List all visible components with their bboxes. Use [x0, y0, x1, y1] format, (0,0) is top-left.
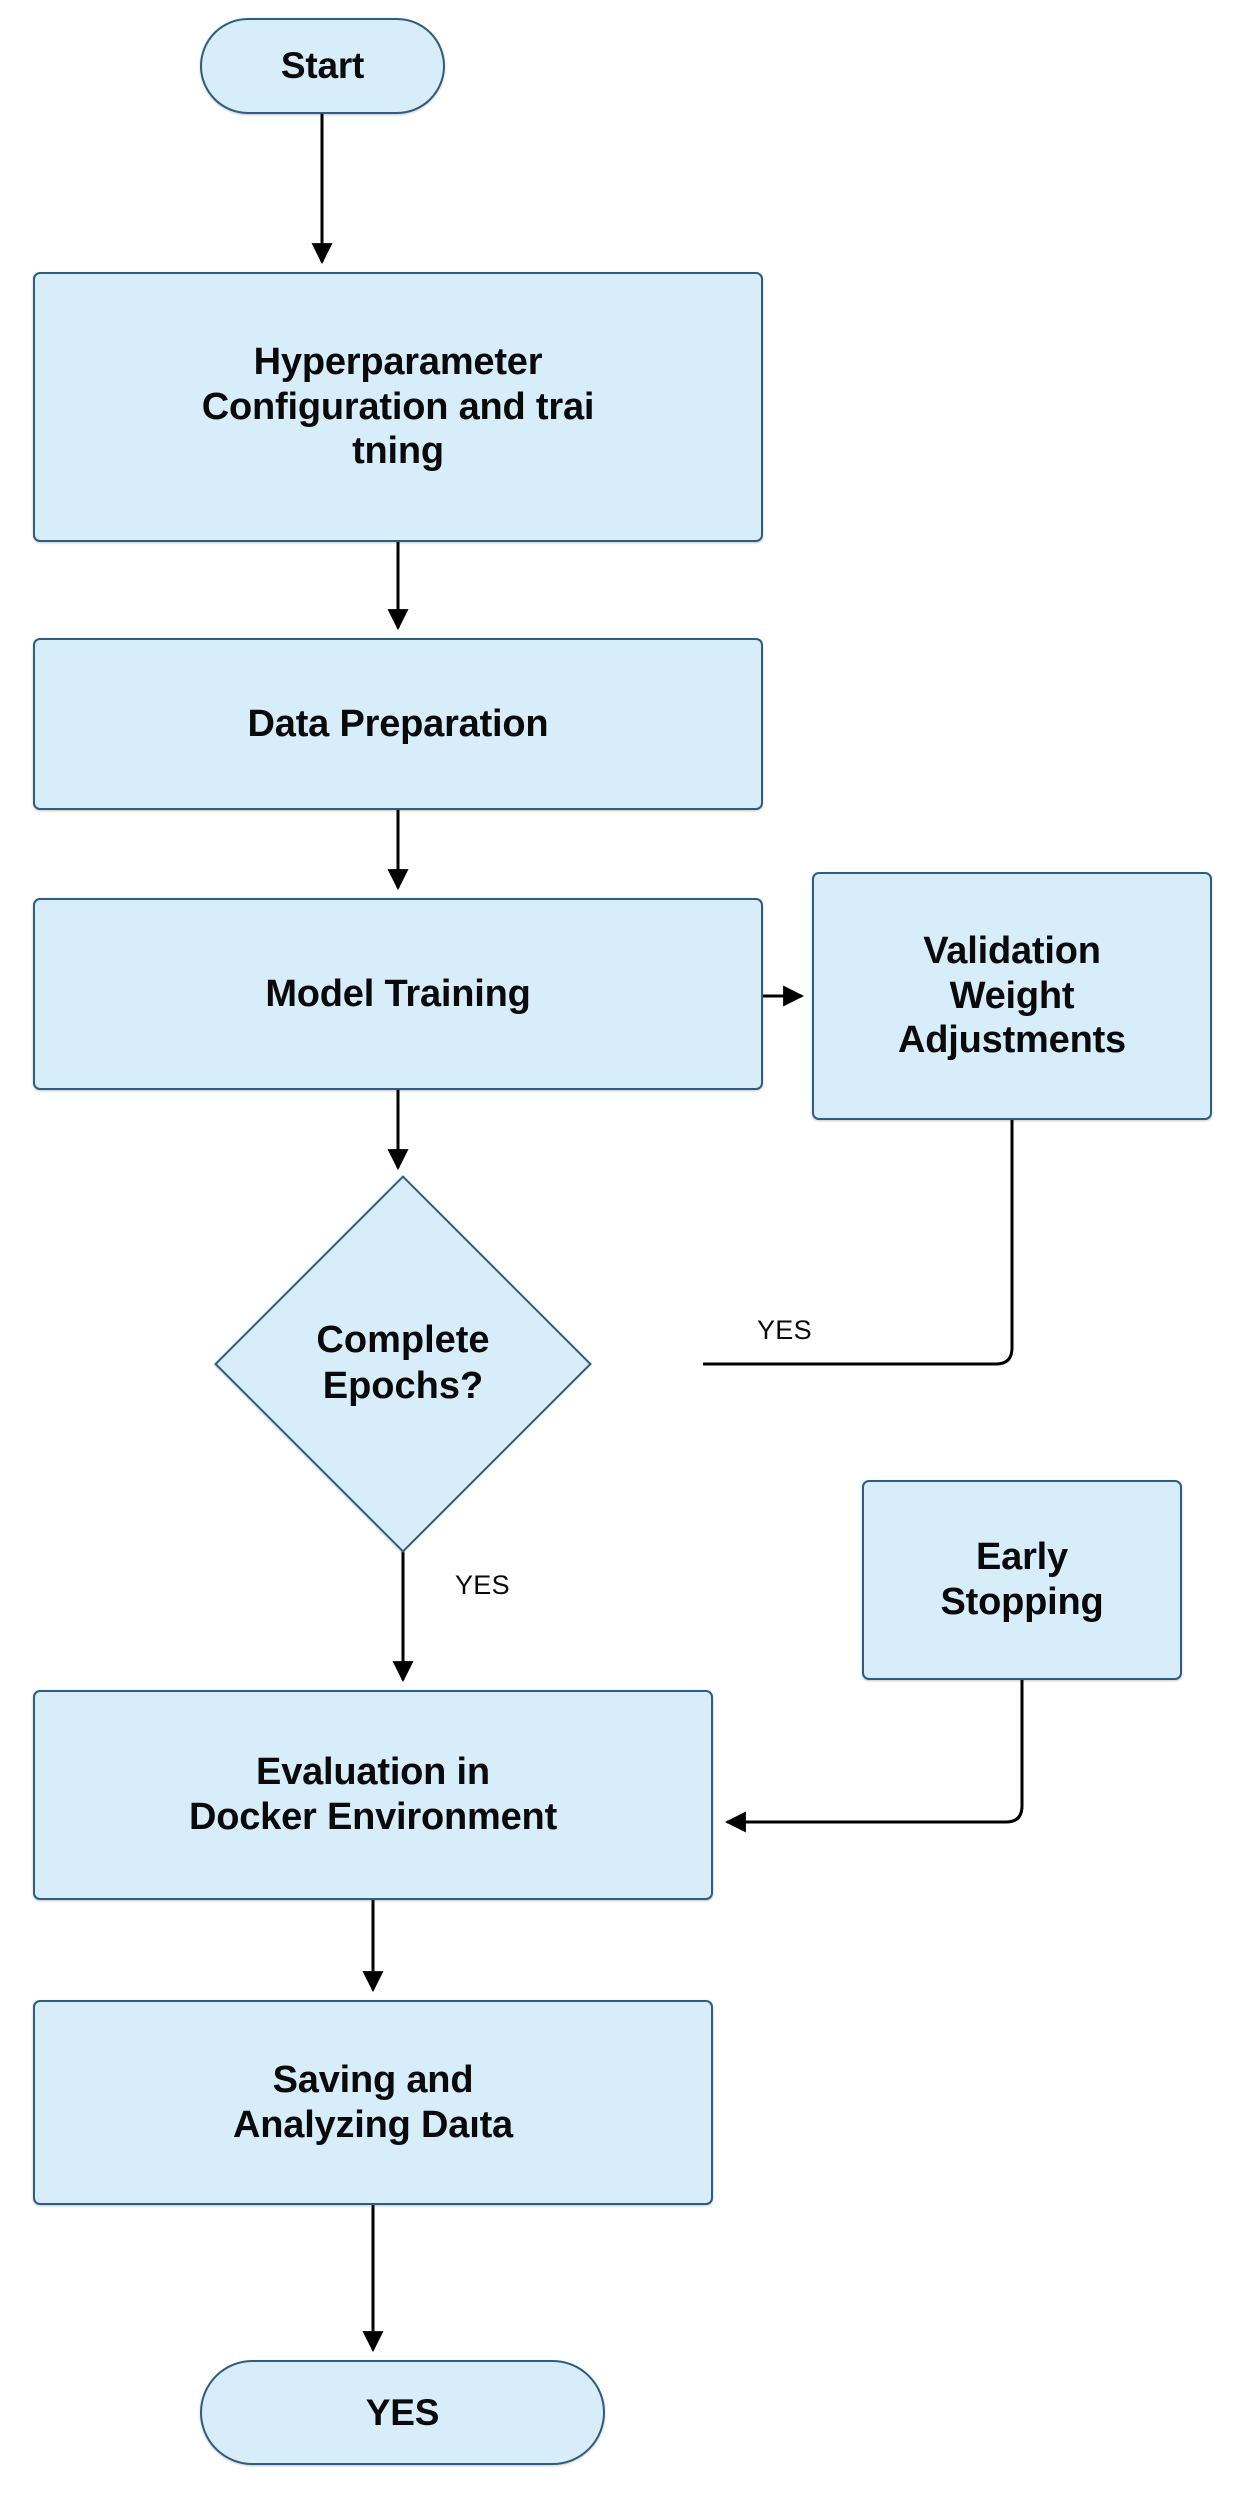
- node-evaluation-docker-environment-label: Evaluation in Docker Environment: [188, 1751, 558, 1838]
- node-complete-epochs-decision-label: Complete Epochs?: [316, 1319, 490, 1407]
- edge-label-decision-to-eval: YES: [455, 1570, 510, 1600]
- node-start[interactable]: Start: [200, 18, 445, 114]
- node-start-label: Start: [280, 45, 365, 87]
- node-data-preparation-label: Data Preparation: [247, 702, 549, 745]
- node-validation-weight-adjustments[interactable]: Validation Weight Adjustments: [812, 872, 1212, 1120]
- node-validation-weight-adjustments-label: Validation Weight Adjustments: [898, 929, 1126, 1062]
- edge-validation-to-decision: [703, 1120, 1014, 1366]
- edge-label-validation-to-decision: YES: [757, 1315, 812, 1345]
- node-end-yes[interactable]: YES: [200, 2360, 605, 2465]
- node-evaluation-docker-environment[interactable]: Evaluation in Docker Environment: [33, 1690, 713, 1900]
- node-saving-analyzing-data-label: Saving and Analyzing Daıta: [233, 2058, 513, 2146]
- node-early-stopping[interactable]: Early Stopping: [862, 1480, 1182, 1680]
- node-model-training-label: Model Training: [265, 972, 531, 1015]
- node-end-yes-label: YES: [365, 2391, 440, 2433]
- node-early-stopping-label: Early Stopping: [940, 1536, 1104, 1623]
- node-saving-analyzing-data[interactable]: Saving and Analyzing Daıta: [33, 2000, 713, 2205]
- node-hyperparameter-configuration-label: Hyperparameter Configuration and trai tn…: [201, 340, 595, 473]
- node-model-training[interactable]: Model Training: [33, 898, 763, 1090]
- node-hyperparameter-configuration[interactable]: Hyperparameter Configuration and trai tn…: [33, 272, 763, 542]
- node-data-preparation[interactable]: Data Preparation: [33, 638, 763, 810]
- node-complete-epochs-decision[interactable]: Complete Epochs?: [113, 1175, 693, 1553]
- edge-early-to-eval: [724, 1680, 1024, 1833]
